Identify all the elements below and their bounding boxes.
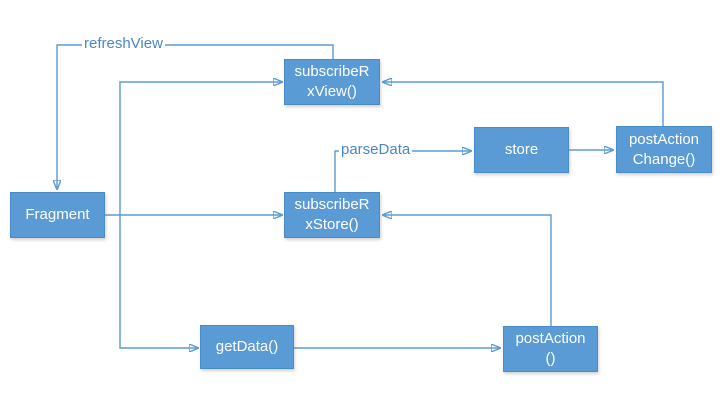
edge-fragment-to-subscribe-rx-view [119, 82, 282, 215]
node-store: store [474, 127, 569, 173]
node-post-action-line2: () [545, 350, 556, 367]
edge-post-action-change-to-subscribe-rx-view [383, 82, 664, 126]
node-fragment-label: Fragment [25, 206, 90, 223]
edge-label-parse-data: parseData [339, 141, 413, 159]
node-subscribe-rx-store-line2: xStore() [305, 216, 359, 233]
edge-post-action-to-subscribe-rx-store [383, 215, 552, 326]
node-subscribe-rx-store-line1: subscribeR [294, 196, 370, 213]
edge-refresh-view [57, 44, 334, 189]
node-fragment: Fragment [10, 192, 105, 238]
node-subscribe-rx-view-line2: xView() [307, 83, 357, 100]
edge-label-refresh-view: refreshView [82, 35, 165, 53]
node-subscribe-rx-store: subscribeR xStore() [284, 192, 380, 238]
node-get-data-label: getData() [215, 338, 279, 355]
edge-parse-data [334, 151, 471, 192]
node-subscribe-rx-view: subscribeR xView() [284, 59, 380, 105]
node-post-action-change-line1: postAction [628, 130, 700, 148]
node-subscribe-rx-view-line1: subscribeR [294, 63, 370, 80]
node-post-action-change-line2: Change() [632, 150, 696, 168]
node-post-action-line1: postAction [515, 330, 586, 347]
node-post-action: postAction () [503, 326, 598, 372]
node-store-label: store [504, 141, 539, 158]
node-post-action-change: postAction Change() [616, 126, 712, 173]
edge-fragment-to-get-data [119, 215, 198, 348]
node-get-data: getData() [200, 325, 294, 369]
